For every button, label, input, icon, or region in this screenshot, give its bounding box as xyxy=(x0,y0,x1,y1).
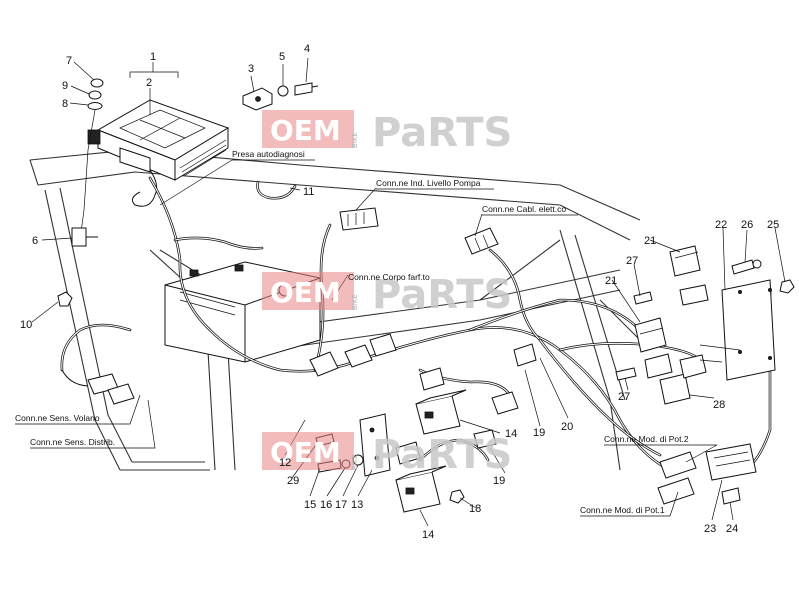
harness-connector xyxy=(464,227,499,255)
callout-6: 6 xyxy=(32,235,38,247)
pump-level-connector xyxy=(339,207,379,231)
label-conn-sens-volano: Conn.ne Sens. Volano xyxy=(15,413,100,423)
relays xyxy=(634,245,709,405)
spark-plug-caps xyxy=(395,343,537,465)
callout-20: 20 xyxy=(561,421,573,433)
leader-lines xyxy=(15,57,786,527)
watermark-parts-text: PaRTS xyxy=(372,272,512,318)
power-module xyxy=(705,443,757,505)
mount-hardware-left xyxy=(57,78,104,307)
callout-27a: 27 xyxy=(626,255,638,267)
callout-19b: 19 xyxy=(493,475,505,487)
callout-18: 18 xyxy=(469,503,481,515)
label-conn-cabl-elett: Conn.ne Cabl. elett.co xyxy=(482,204,566,214)
callout-28: 28 xyxy=(713,399,725,411)
label-conn-sens-distrib: Conn.ne Sens. Distrib. xyxy=(30,437,115,447)
watermark-bike-text: BIKE xyxy=(351,294,359,310)
label-conn-ind-livello-pompa: Conn.ne Ind. Livello Pompa xyxy=(376,178,481,188)
callout-5: 5 xyxy=(279,51,285,63)
watermark-bike-text: BIKE xyxy=(351,132,359,148)
plate-bolts xyxy=(615,259,795,381)
callout-23: 23 xyxy=(704,523,716,535)
callout-12: 12 xyxy=(279,457,291,469)
callout-17: 17 xyxy=(335,499,347,511)
callout-22: 22 xyxy=(715,219,727,231)
callout-7: 7 xyxy=(66,55,72,67)
ignition-coil-upper xyxy=(415,389,467,435)
watermark-bottom: OEM BIKE PaRTS xyxy=(262,432,512,478)
mount-hardware-top xyxy=(242,82,319,111)
callout-19a: 19 xyxy=(533,427,545,439)
callout-24: 24 xyxy=(726,523,738,535)
module-pot-connectors xyxy=(657,451,697,505)
callout-9: 9 xyxy=(62,80,68,92)
label-conn-mod-pot1: Conn.ne Mod. di Pot.1 xyxy=(580,505,665,515)
callout-8: 8 xyxy=(62,98,68,110)
callout-26: 26 xyxy=(741,219,753,231)
cable-clip xyxy=(256,180,297,200)
callout-21b: 21 xyxy=(605,275,617,287)
callout-25: 25 xyxy=(767,219,779,231)
connector-labels: Presa autodiagnosi Conn.ne Ind. Livello … xyxy=(15,149,689,515)
label-conn-corpo-farf: Conn.ne Corpo farf.to xyxy=(348,272,430,282)
watermark-oem-text: OEM xyxy=(270,436,341,469)
callout-27b: 27 xyxy=(618,391,630,403)
part-number-callouts: 1 2 3 4 5 6 7 8 9 10 11 12 13 14 14 15 1… xyxy=(20,43,779,541)
label-presa-autodiagnosi: Presa autodiagnosi xyxy=(232,149,305,159)
watermark-top: OEM BIKE PaRTS xyxy=(262,110,512,156)
callout-29: 29 xyxy=(287,475,299,487)
throttle-body-connectors xyxy=(309,333,397,377)
watermark-oem-text: OEM xyxy=(270,114,341,147)
watermark-oem-text: OEM xyxy=(270,276,341,309)
callout-1: 1 xyxy=(150,51,156,63)
label-conn-mod-pot2: Conn.ne Mod. di Pot.2 xyxy=(604,434,689,444)
callout-10: 10 xyxy=(20,319,32,331)
watermark-bike-text: BIKE xyxy=(351,454,359,470)
callout-15: 15 xyxy=(304,499,316,511)
watermark-parts-text: PaRTS xyxy=(372,110,512,156)
ecu-unit xyxy=(87,99,230,207)
watermark-middle: OEM BIKE PaRTS xyxy=(262,272,512,318)
coil-nut xyxy=(449,489,465,504)
callout-3: 3 xyxy=(248,63,254,75)
ignition-coil-lower xyxy=(395,465,447,513)
callout-13: 13 xyxy=(351,499,363,511)
callout-16: 16 xyxy=(320,499,332,511)
callout-14a: 14 xyxy=(505,428,517,440)
callout-21a: 21 xyxy=(644,235,656,247)
watermark-parts-text: PaRTS xyxy=(372,432,512,478)
callout-14b: 14 xyxy=(422,529,434,541)
callout-11: 11 xyxy=(303,186,314,198)
callout-2: 2 xyxy=(146,77,152,89)
callout-4: 4 xyxy=(304,43,310,55)
relay-plate xyxy=(699,279,776,381)
sensor-connectors xyxy=(61,369,135,405)
